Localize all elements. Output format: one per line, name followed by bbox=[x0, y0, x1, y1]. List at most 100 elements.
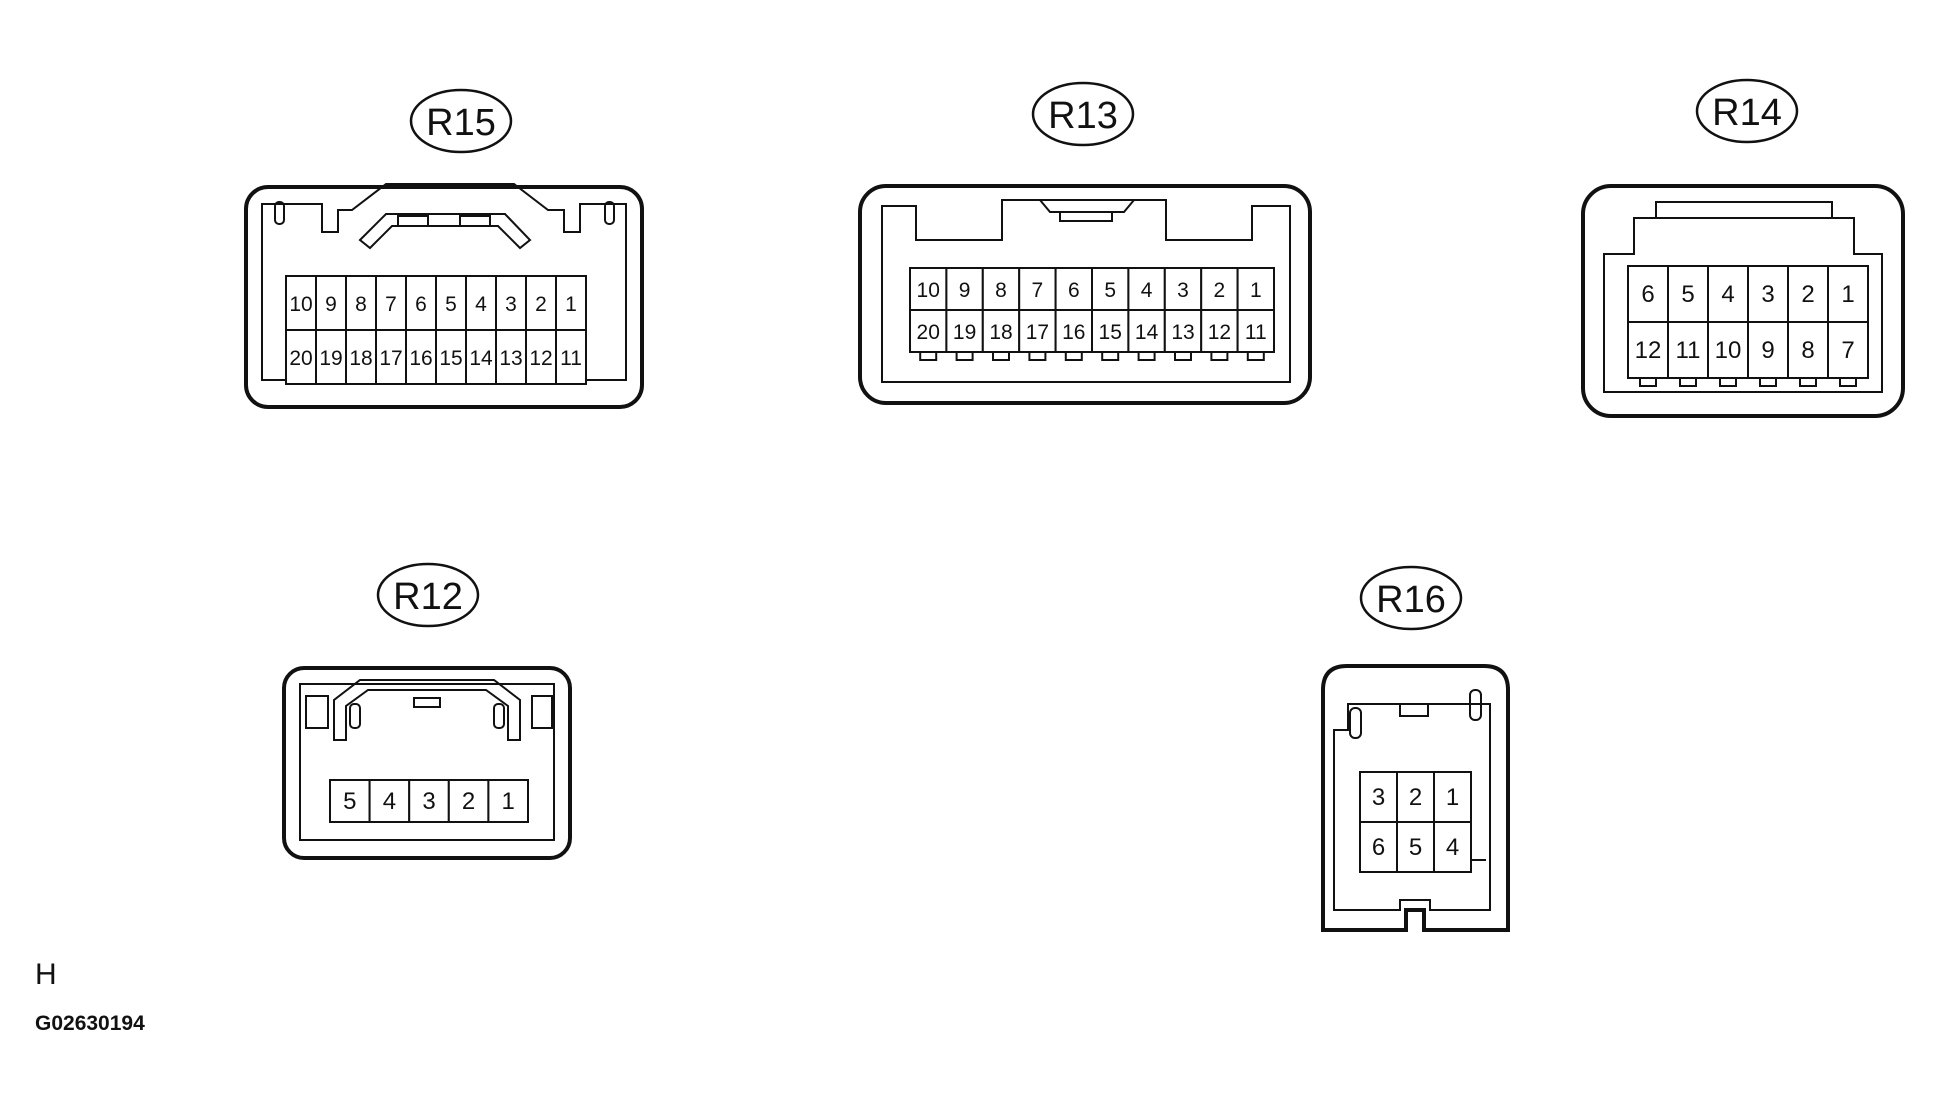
pin-label-r15-14: 14 bbox=[469, 347, 493, 370]
pin-label-r14-2: 2 bbox=[1801, 281, 1814, 308]
pin-terminal-r13-11 bbox=[1246, 351, 1265, 361]
pin-terminal-r14-11 bbox=[1679, 377, 1697, 387]
pin-cell-r15-14 bbox=[465, 329, 497, 385]
pin-terminal-r13-15 bbox=[1101, 351, 1120, 361]
pin-label-r15-13: 13 bbox=[499, 347, 522, 370]
pin-terminal-r13-12 bbox=[1210, 351, 1229, 361]
pin-cell-r13-20 bbox=[909, 309, 948, 353]
pin-label-r14-6: 6 bbox=[1641, 281, 1654, 308]
pin-terminal-r14-9 bbox=[1759, 377, 1777, 387]
pin-terminal-r13-14 bbox=[1137, 351, 1156, 361]
figure-code: G02630194 bbox=[35, 1012, 145, 1035]
pin-label-r15-17: 17 bbox=[379, 347, 402, 370]
pin-terminal-r13-20 bbox=[919, 351, 938, 361]
pin-label-r13-14: 14 bbox=[1135, 321, 1159, 344]
pin-label-r14-12: 12 bbox=[1635, 337, 1662, 364]
pin-label-r15-12: 12 bbox=[529, 347, 552, 370]
pin-label-r16-1: 1 bbox=[1446, 784, 1459, 811]
pin-label-r13-19: 19 bbox=[953, 321, 976, 344]
pin-label-r14-3: 3 bbox=[1761, 281, 1774, 308]
pin-cell-r12-1 bbox=[487, 779, 529, 823]
pin-label-r12-4: 4 bbox=[383, 788, 396, 815]
pin-label-r13-20: 20 bbox=[917, 321, 940, 344]
pin-label-r16-5: 5 bbox=[1409, 834, 1422, 861]
pin-label-r15-7: 7 bbox=[385, 293, 397, 316]
pin-label-r15-16: 16 bbox=[409, 347, 432, 370]
pin-label-r16-4: 4 bbox=[1446, 834, 1459, 861]
pin-cell-r14-1 bbox=[1827, 265, 1869, 323]
connector-r12-label: R12 bbox=[393, 576, 463, 618]
pin-cell-r13-11 bbox=[1236, 309, 1275, 353]
pin-label-r13-8: 8 bbox=[995, 279, 1007, 302]
pin-label-r14-9: 9 bbox=[1761, 337, 1774, 364]
pin-cell-r15-13 bbox=[495, 329, 527, 385]
pin-label-r13-16: 16 bbox=[1062, 321, 1085, 344]
pin-label-r15-18: 18 bbox=[349, 347, 372, 370]
connector-r15-label: R15 bbox=[426, 102, 496, 144]
pin-terminal-r14-10 bbox=[1719, 377, 1737, 387]
pin-cell-r12-4 bbox=[368, 779, 411, 823]
pin-label-r13-13: 13 bbox=[1171, 321, 1194, 344]
pin-label-r13-11: 11 bbox=[1245, 321, 1267, 344]
pin-label-r13-10: 10 bbox=[917, 279, 940, 302]
pin-cell-r13-14 bbox=[1127, 309, 1166, 353]
pin-terminal-r13-17 bbox=[1028, 351, 1047, 361]
pin-cell-r12-5 bbox=[329, 779, 371, 823]
pin-cell-r14-10 bbox=[1707, 321, 1749, 379]
pin-label-r15-19: 19 bbox=[319, 347, 342, 370]
pin-cell-r14-7 bbox=[1827, 321, 1869, 379]
pin-cell-r14-3 bbox=[1747, 265, 1789, 323]
pin-cell-r12-3 bbox=[408, 779, 450, 823]
pin-label-r13-3: 3 bbox=[1177, 279, 1189, 302]
pin-label-r14-8: 8 bbox=[1801, 337, 1814, 364]
pin-label-r15-4: 4 bbox=[475, 293, 487, 316]
pin-label-r13-12: 12 bbox=[1208, 321, 1231, 344]
pin-cell-r16-1 bbox=[1433, 771, 1472, 823]
pin-label-r13-1: 1 bbox=[1250, 279, 1262, 302]
pin-label-r15-20: 20 bbox=[289, 347, 312, 370]
connector-r13-label: R13 bbox=[1048, 95, 1118, 137]
pin-terminal-r13-13 bbox=[1174, 351, 1192, 361]
pin-label-r15-6: 6 bbox=[415, 293, 427, 316]
pin-label-r12-2: 2 bbox=[462, 788, 475, 815]
pin-label-r13-15: 15 bbox=[1099, 321, 1122, 344]
pin-cell-r13-2 bbox=[1200, 267, 1239, 311]
pin-cell-r13-1 bbox=[1236, 267, 1275, 311]
pin-label-r16-3: 3 bbox=[1372, 784, 1385, 811]
pin-label-r13-2: 2 bbox=[1214, 279, 1226, 302]
pin-cell-r13-4 bbox=[1127, 267, 1166, 311]
pin-label-r13-7: 7 bbox=[1032, 279, 1044, 302]
pin-terminal-r14-12 bbox=[1639, 377, 1657, 387]
pin-label-r12-3: 3 bbox=[422, 788, 435, 815]
pin-label-r13-6: 6 bbox=[1068, 279, 1080, 302]
pin-cell-r16-5 bbox=[1396, 821, 1435, 873]
pin-cell-r12-2 bbox=[447, 779, 490, 823]
pin-cell-r13-16 bbox=[1054, 309, 1093, 353]
pin-label-r14-4: 4 bbox=[1721, 281, 1734, 308]
pin-label-r15-8: 8 bbox=[355, 293, 367, 316]
pin-label-r15-2: 2 bbox=[535, 293, 547, 316]
pin-cell-r13-15 bbox=[1091, 309, 1130, 353]
pin-cell-r16-4 bbox=[1433, 821, 1472, 873]
pin-cell-r14-11 bbox=[1667, 321, 1709, 379]
pin-cell-r15-11 bbox=[555, 329, 587, 385]
pin-terminal-r13-18 bbox=[992, 351, 1010, 361]
pin-label-r15-10: 10 bbox=[289, 293, 312, 316]
pin-label-r15-9: 9 bbox=[325, 293, 337, 316]
pin-label-r14-10: 10 bbox=[1715, 337, 1742, 364]
pin-label-r14-5: 5 bbox=[1681, 281, 1694, 308]
pin-cell-r15-5 bbox=[435, 275, 467, 331]
pin-cell-r15-4 bbox=[465, 275, 497, 331]
pin-label-r16-6: 6 bbox=[1372, 834, 1385, 861]
pin-label-r13-4: 4 bbox=[1141, 279, 1153, 302]
pin-label-r13-9: 9 bbox=[959, 279, 971, 302]
pin-label-r13-5: 5 bbox=[1104, 279, 1116, 302]
pin-cell-r15-7 bbox=[375, 275, 407, 331]
pin-label-r15-5: 5 bbox=[445, 293, 457, 316]
